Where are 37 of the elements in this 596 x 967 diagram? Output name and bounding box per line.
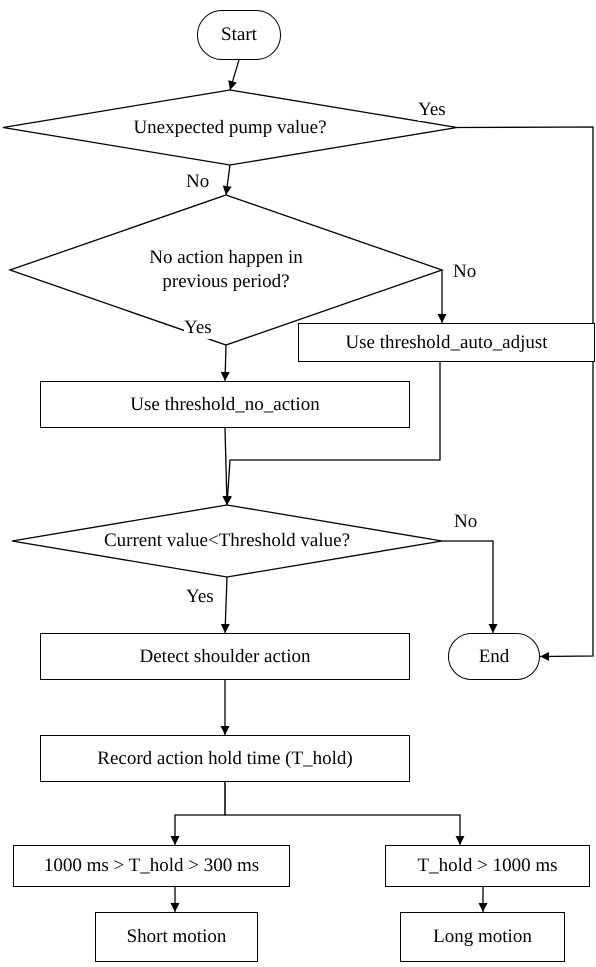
process-box [400,912,565,962]
node-text: Start [221,23,257,47]
process-box [298,323,595,362]
arrow [220,344,230,382]
edge-label: Yes [184,318,212,339]
arrow [457,126,594,661]
process-box [13,845,290,887]
node-text: Current value<Threshold value? [104,529,350,553]
arrow [220,680,230,735]
arrow [478,887,488,912]
arrow [223,362,441,506]
process-box [40,633,410,680]
node-text: Long motion [433,925,532,949]
process-box [40,381,410,428]
node-text: 1000 ms > T_hold > 300 ms [44,854,260,878]
node-text: T_hold > 1000 ms [417,854,558,878]
decision-diamond [12,505,442,577]
node-text: End [478,644,510,668]
arrow [220,576,230,634]
arrow [438,269,446,323]
arrow [442,540,498,633]
node-text: No action happen in previous period? [148,246,304,294]
node-text: Detect shoulder action [140,644,310,668]
process-box [385,845,590,887]
arrow [222,164,232,196]
arrow [224,782,464,845]
arrow [170,887,180,912]
edge-label: Yes [418,100,446,121]
decision-diamond [3,90,457,165]
arrow [228,60,240,90]
node-text: Use threshold_auto_adjust [345,330,548,354]
node-text: Short motion [126,925,226,949]
node-text: Use threshold_no_action [130,392,320,416]
process-box [40,735,410,782]
process-box [95,912,258,962]
node-text: Unexpected pump value? [133,116,327,140]
node-text: Record action hold time (T_hold) [97,746,353,770]
